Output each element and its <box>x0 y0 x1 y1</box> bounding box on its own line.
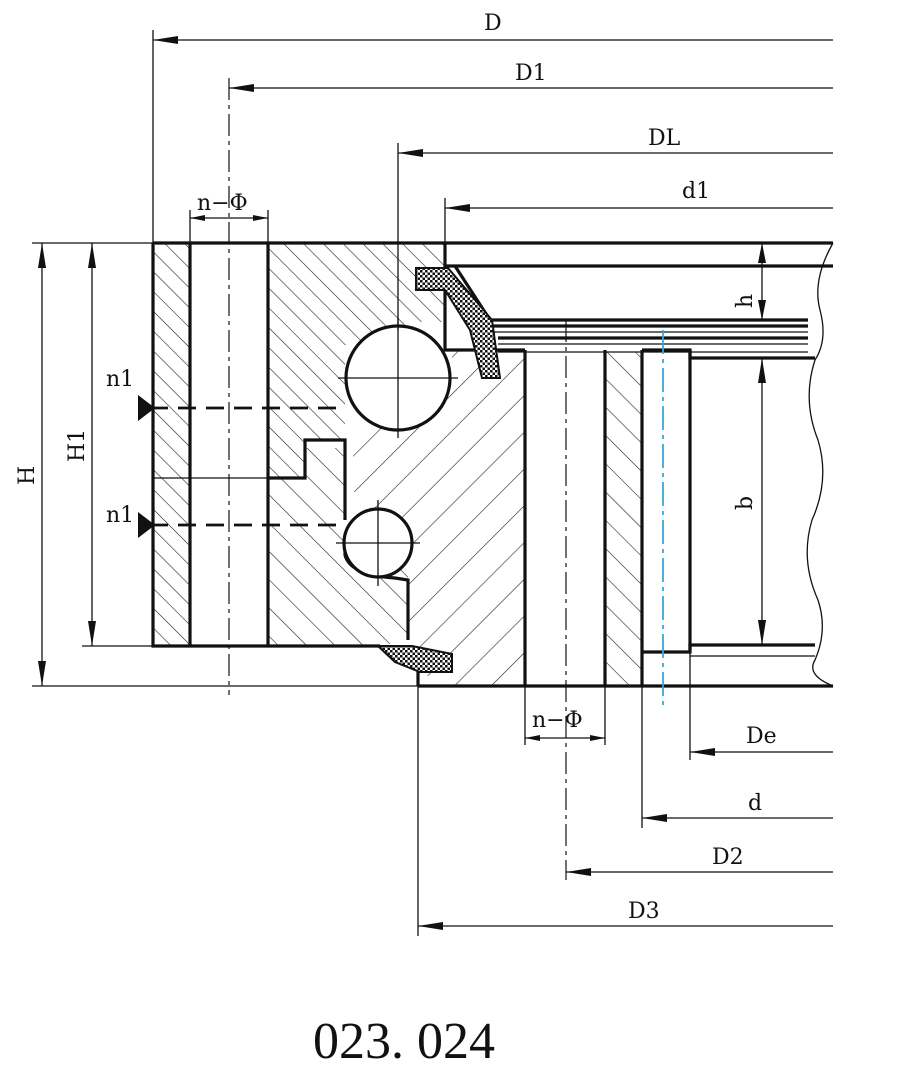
label-d1: d1 <box>682 179 710 204</box>
top-dimensions <box>152 30 833 330</box>
label-D2: D2 <box>712 845 744 870</box>
label-h: h <box>733 294 758 308</box>
inner-ring-hatch-right <box>605 352 642 686</box>
label-D1: D1 <box>515 61 547 86</box>
bottom-dimensions <box>417 652 833 936</box>
right-dimensions <box>758 243 766 645</box>
outer-ring-hatch-upper <box>268 243 445 478</box>
label-D: D <box>484 11 502 36</box>
label-n-phi-bottom: n−Φ <box>532 708 583 733</box>
grease-nipple-lower <box>138 512 155 538</box>
label-b: b <box>733 496 758 510</box>
outer-ring <box>151 241 445 648</box>
inner-ring <box>352 243 833 688</box>
label-H: H <box>15 466 40 485</box>
label-n-phi-top: n−Φ <box>197 191 248 216</box>
left-dimensions <box>32 242 418 687</box>
bottom-seal <box>375 645 453 673</box>
label-d: d <box>748 791 762 816</box>
label-n1-lower: n1 <box>106 503 134 528</box>
label-DL: DL <box>648 126 681 151</box>
label-De: De <box>746 724 777 749</box>
outer-ring-hatch-lower <box>268 448 408 646</box>
top-seal <box>415 267 502 379</box>
label-n1-upper: n1 <box>106 367 134 392</box>
model-number: 023. 024 <box>313 1013 495 1070</box>
label-D3: D3 <box>628 899 660 924</box>
label-H1: H1 <box>65 429 90 462</box>
outer-ring-hatch-left <box>153 243 190 646</box>
grease-nipple-upper <box>138 395 155 421</box>
inner-ring-hatch-main <box>352 322 525 686</box>
break-line <box>806 242 834 687</box>
